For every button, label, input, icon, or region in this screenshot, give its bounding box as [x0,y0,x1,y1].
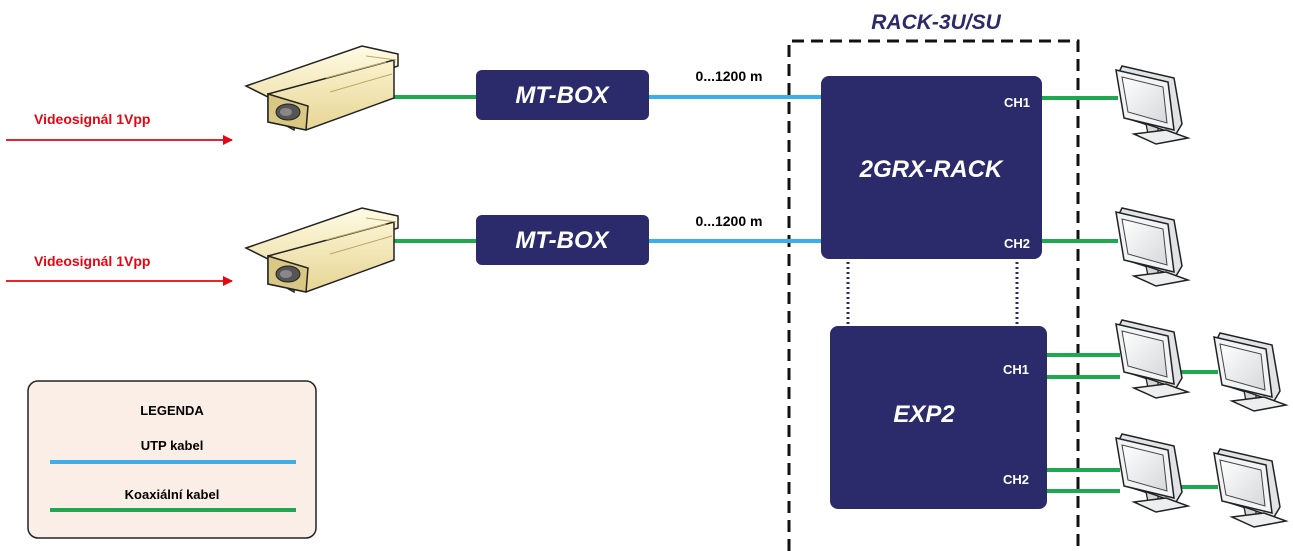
monitor-icon [1213,448,1287,528]
legend-coax-label: Koaxiální kabel [125,487,220,502]
monitor-icon [1115,207,1189,287]
expander-box [830,326,1047,509]
monitor-icon [1115,65,1189,145]
expander-ch2-label: CH2 [1003,472,1029,487]
receiver-ch1-label: CH1 [1004,95,1030,110]
expander-label: EXP2 [893,401,955,428]
mt-box-2-label: MT-BOX [515,227,610,254]
distance-label-1: 0...1200 m [696,68,763,84]
distance-label-2: 0...1200 m [696,213,763,229]
receiver-box [821,76,1042,259]
legend-title: LEGENDA [140,403,204,418]
monitor-icon [1213,332,1287,412]
mt-box-1-label: MT-BOX [515,82,610,109]
monitor-icon [1115,319,1189,399]
rack-title: RACK-3U/SU [871,11,1001,34]
camera-icon [245,45,399,131]
mt-box-1 [476,70,649,120]
camera-icon [245,207,399,293]
signal-label-2: Videosignál 1Vpp [34,253,150,269]
expander-ch1-label: CH1 [1003,362,1029,377]
receiver-label: 2GRX-RACK [859,156,1004,183]
signal-label-1: Videosignál 1Vpp [34,111,150,127]
legend-box [27,380,317,539]
mt-box-2 [476,215,649,265]
receiver-ch2-label: CH2 [1004,236,1030,251]
rack-frame [787,39,1080,551]
monitor-icon [1115,433,1189,513]
legend-utp-label: UTP kabel [141,438,204,453]
